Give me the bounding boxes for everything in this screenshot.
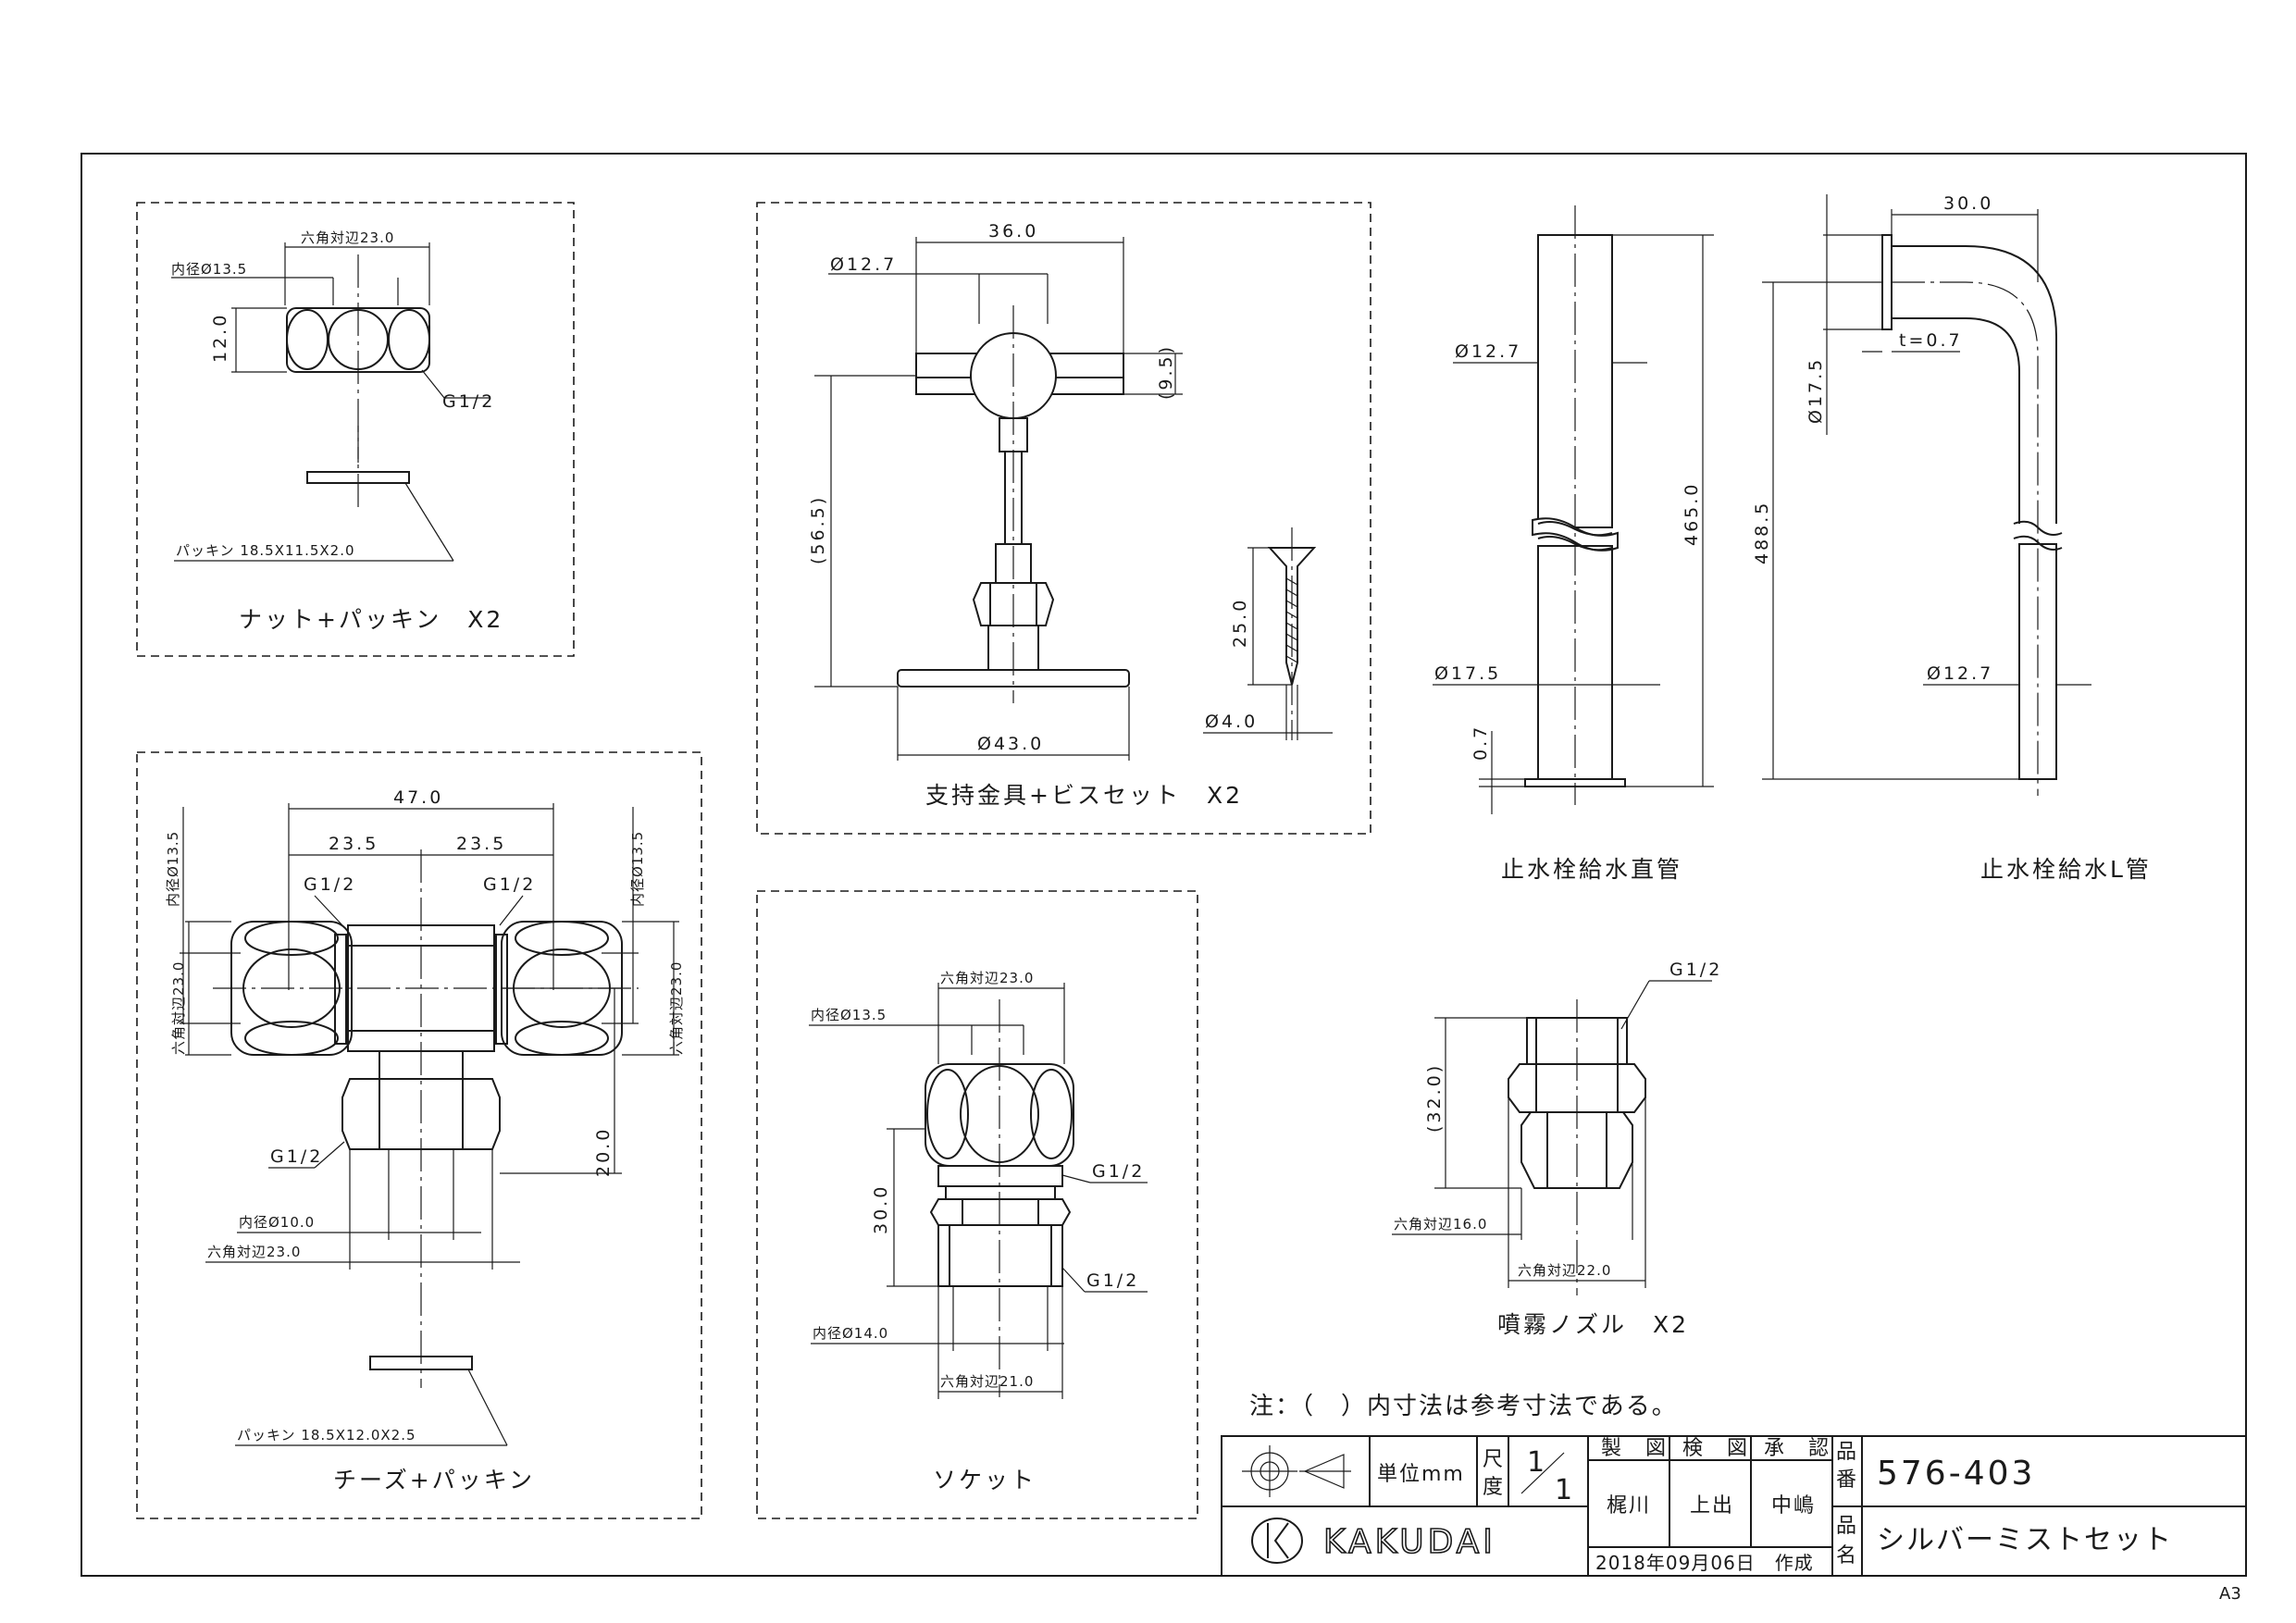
socket-hex-top-dim: 六角対辺23.0 [940,970,1034,986]
part-name: シルバーミストセット [1877,1524,2173,1556]
support-side-dim: (9.5) [1156,344,1176,400]
nut-packing-view: 六角対辺23.0 内径Ø13.5 12.0 G1/2 パッキン 18.5X11.… [136,202,575,657]
brand-logo: KAKUDAI [1323,1523,1496,1561]
approved-by: 中嶋 [1771,1494,1816,1518]
l-pipe-view: 30.0 Ø17.5 t=0.7 488.5 Ø12.7 止水栓給水L管 [1752,193,2152,883]
nozzle-hex2-dim: 六角対辺22.0 [1518,1262,1611,1279]
socket-thread2: G1/2 [1086,1270,1139,1291]
tee-drop-dim: 20.0 [593,1127,614,1177]
l-length-dim: 488.5 [1752,501,1772,564]
checked-header: 検 図 [1682,1437,1749,1460]
creation-date: 2018年09月06日 作成 [1595,1552,1814,1574]
socket-caption: ソケット [933,1467,1036,1493]
part-no-label-2: 番 [1836,1468,1858,1492]
scale-label-2: 度 [1483,1476,1505,1499]
straight-flange-dim: Ø17.5 [1434,663,1501,684]
l-flange-dim: Ø17.5 [1806,357,1826,424]
support-base-dim: Ø43.0 [977,734,1044,754]
tee-frame [136,751,702,1519]
straight-length-dim: 465.0 [1682,482,1702,546]
tee-half-right-dim: 23.5 [456,834,506,854]
nozzle-height-dim: (32.0) [1424,1063,1445,1133]
nut-hex-dim: 六角対辺23.0 [301,229,394,246]
nozzle-hex1-dim: 六角対辺16.0 [1394,1216,1487,1233]
straight-caption: 止水栓給水直管 [1501,856,1682,883]
socket-view: 六角対辺23.0 内径Ø13.5 30.0 G1/2 G1/2 内径Ø14.0 [756,890,1198,1519]
straight-flange-t-dim: 0.7 [1471,725,1491,761]
straight-pipe-view: Ø12.7 465.0 Ø17.5 0.7 止水栓給水直管 [1433,205,1714,883]
tee-inner-right-dim: 内径Ø13.5 [629,831,646,907]
approved-header: 承 認 [1764,1437,1831,1460]
tee-hex-right-dim: 六角対辺23.0 [668,961,685,1055]
straight-dia-dim: Ø12.7 [1455,341,1521,362]
checked-by: 上出 [1690,1494,1734,1518]
l-dia-dim: Ø12.7 [1927,663,1993,684]
drawn-by: 梶川 [1607,1494,1651,1518]
tee-view: 47.0 23.5 23.5 G1/2 G1/2 [136,751,702,1519]
l-caption: 止水栓給水L管 [1980,856,2152,883]
support-pipe-dim: Ø12.7 [830,254,897,275]
l-t-dim: t=0.7 [1899,330,1963,351]
support-width-dim: 36.0 [988,221,1038,242]
tee-inner-bottom-dim: 内径Ø10.0 [239,1214,315,1231]
tee-thread-left: G1/2 [304,874,356,895]
tee-half-left-dim: 23.5 [329,834,379,854]
part-name-label-2: 名 [1836,1544,1858,1567]
tee-packing-dim: パッキン 18.5X12.0X2.5 [237,1427,416,1443]
scale-numerator: 1 [1527,1446,1545,1479]
socket-inner-top-dim: 内径Ø13.5 [811,1007,887,1023]
support-caption: 支持金具+ビスセット X2 [925,782,1243,809]
socket-frame [756,890,1198,1519]
support-frame [756,202,1371,835]
sheet-frame [81,153,2247,1577]
socket-hex-bottom-dim: 六角対辺21.0 [940,1373,1034,1390]
nut-packing-dim: パッキン 18.5X11.5X2.0 [176,542,355,559]
title-block: 単位mm 尺 度 1 1 KAKUDAI 製 図 検 図 承 認 梶川 上出 中… [1221,1435,2247,1577]
screw-dia-dim: Ø4.0 [1205,712,1258,732]
socket-thread1: G1/2 [1092,1161,1145,1182]
tee-thread-right: G1/2 [483,874,536,895]
socket-inner-bottom-dim: 内径Ø14.0 [813,1325,888,1342]
nozzle-caption: 噴霧ノズル X2 [1497,1311,1689,1338]
drawing-note: 注：（ ）内寸法は参考寸法である。 [1249,1393,1678,1420]
nut-thread: G1/2 [442,391,495,412]
part-number: 576-403 [1877,1455,2035,1493]
sheet-size: A3 [2219,1584,2241,1604]
screw-length-dim: 25.0 [1230,598,1250,648]
scale-label-1: 尺 [1483,1448,1505,1471]
support-bracket-view: 36.0 Ø12.7 (9.5) (56.5) Ø43.0 [756,202,1371,835]
tee-thread-bottom: G1/2 [270,1146,323,1167]
tee-caption: チーズ+パッキン [333,1467,535,1493]
drawn-header: 製 図 [1601,1437,1668,1460]
nozzle-thread: G1/2 [1669,960,1722,980]
support-height-dim: (56.5) [808,495,828,564]
nut-height-dim: 12.0 [210,313,230,363]
part-no-label-1: 品 [1836,1441,1858,1464]
nut-inner-dim: 内径Ø13.5 [171,261,247,278]
nut-caption: ナット+パッキン X2 [239,606,503,633]
scale-denominator: 1 [1555,1474,1572,1506]
tee-hex-left-dim: 六角対辺23.0 [170,961,187,1055]
tee-hex-bottom-dim: 六角対辺23.0 [207,1244,301,1260]
l-width-dim: 30.0 [1943,193,1993,214]
part-name-label-1: 品 [1836,1515,1858,1538]
tee-total-dim: 47.0 [393,787,443,808]
nozzle-view: G1/2 (32.0) 六角対辺16.0 六角対辺22.0 噴霧ノズル X2 [1392,960,1722,1338]
socket-height-dim: 30.0 [871,1184,891,1234]
tee-inner-left-dim: 内径Ø13.5 [165,831,181,907]
unit-label: 単位mm [1377,1463,1465,1486]
